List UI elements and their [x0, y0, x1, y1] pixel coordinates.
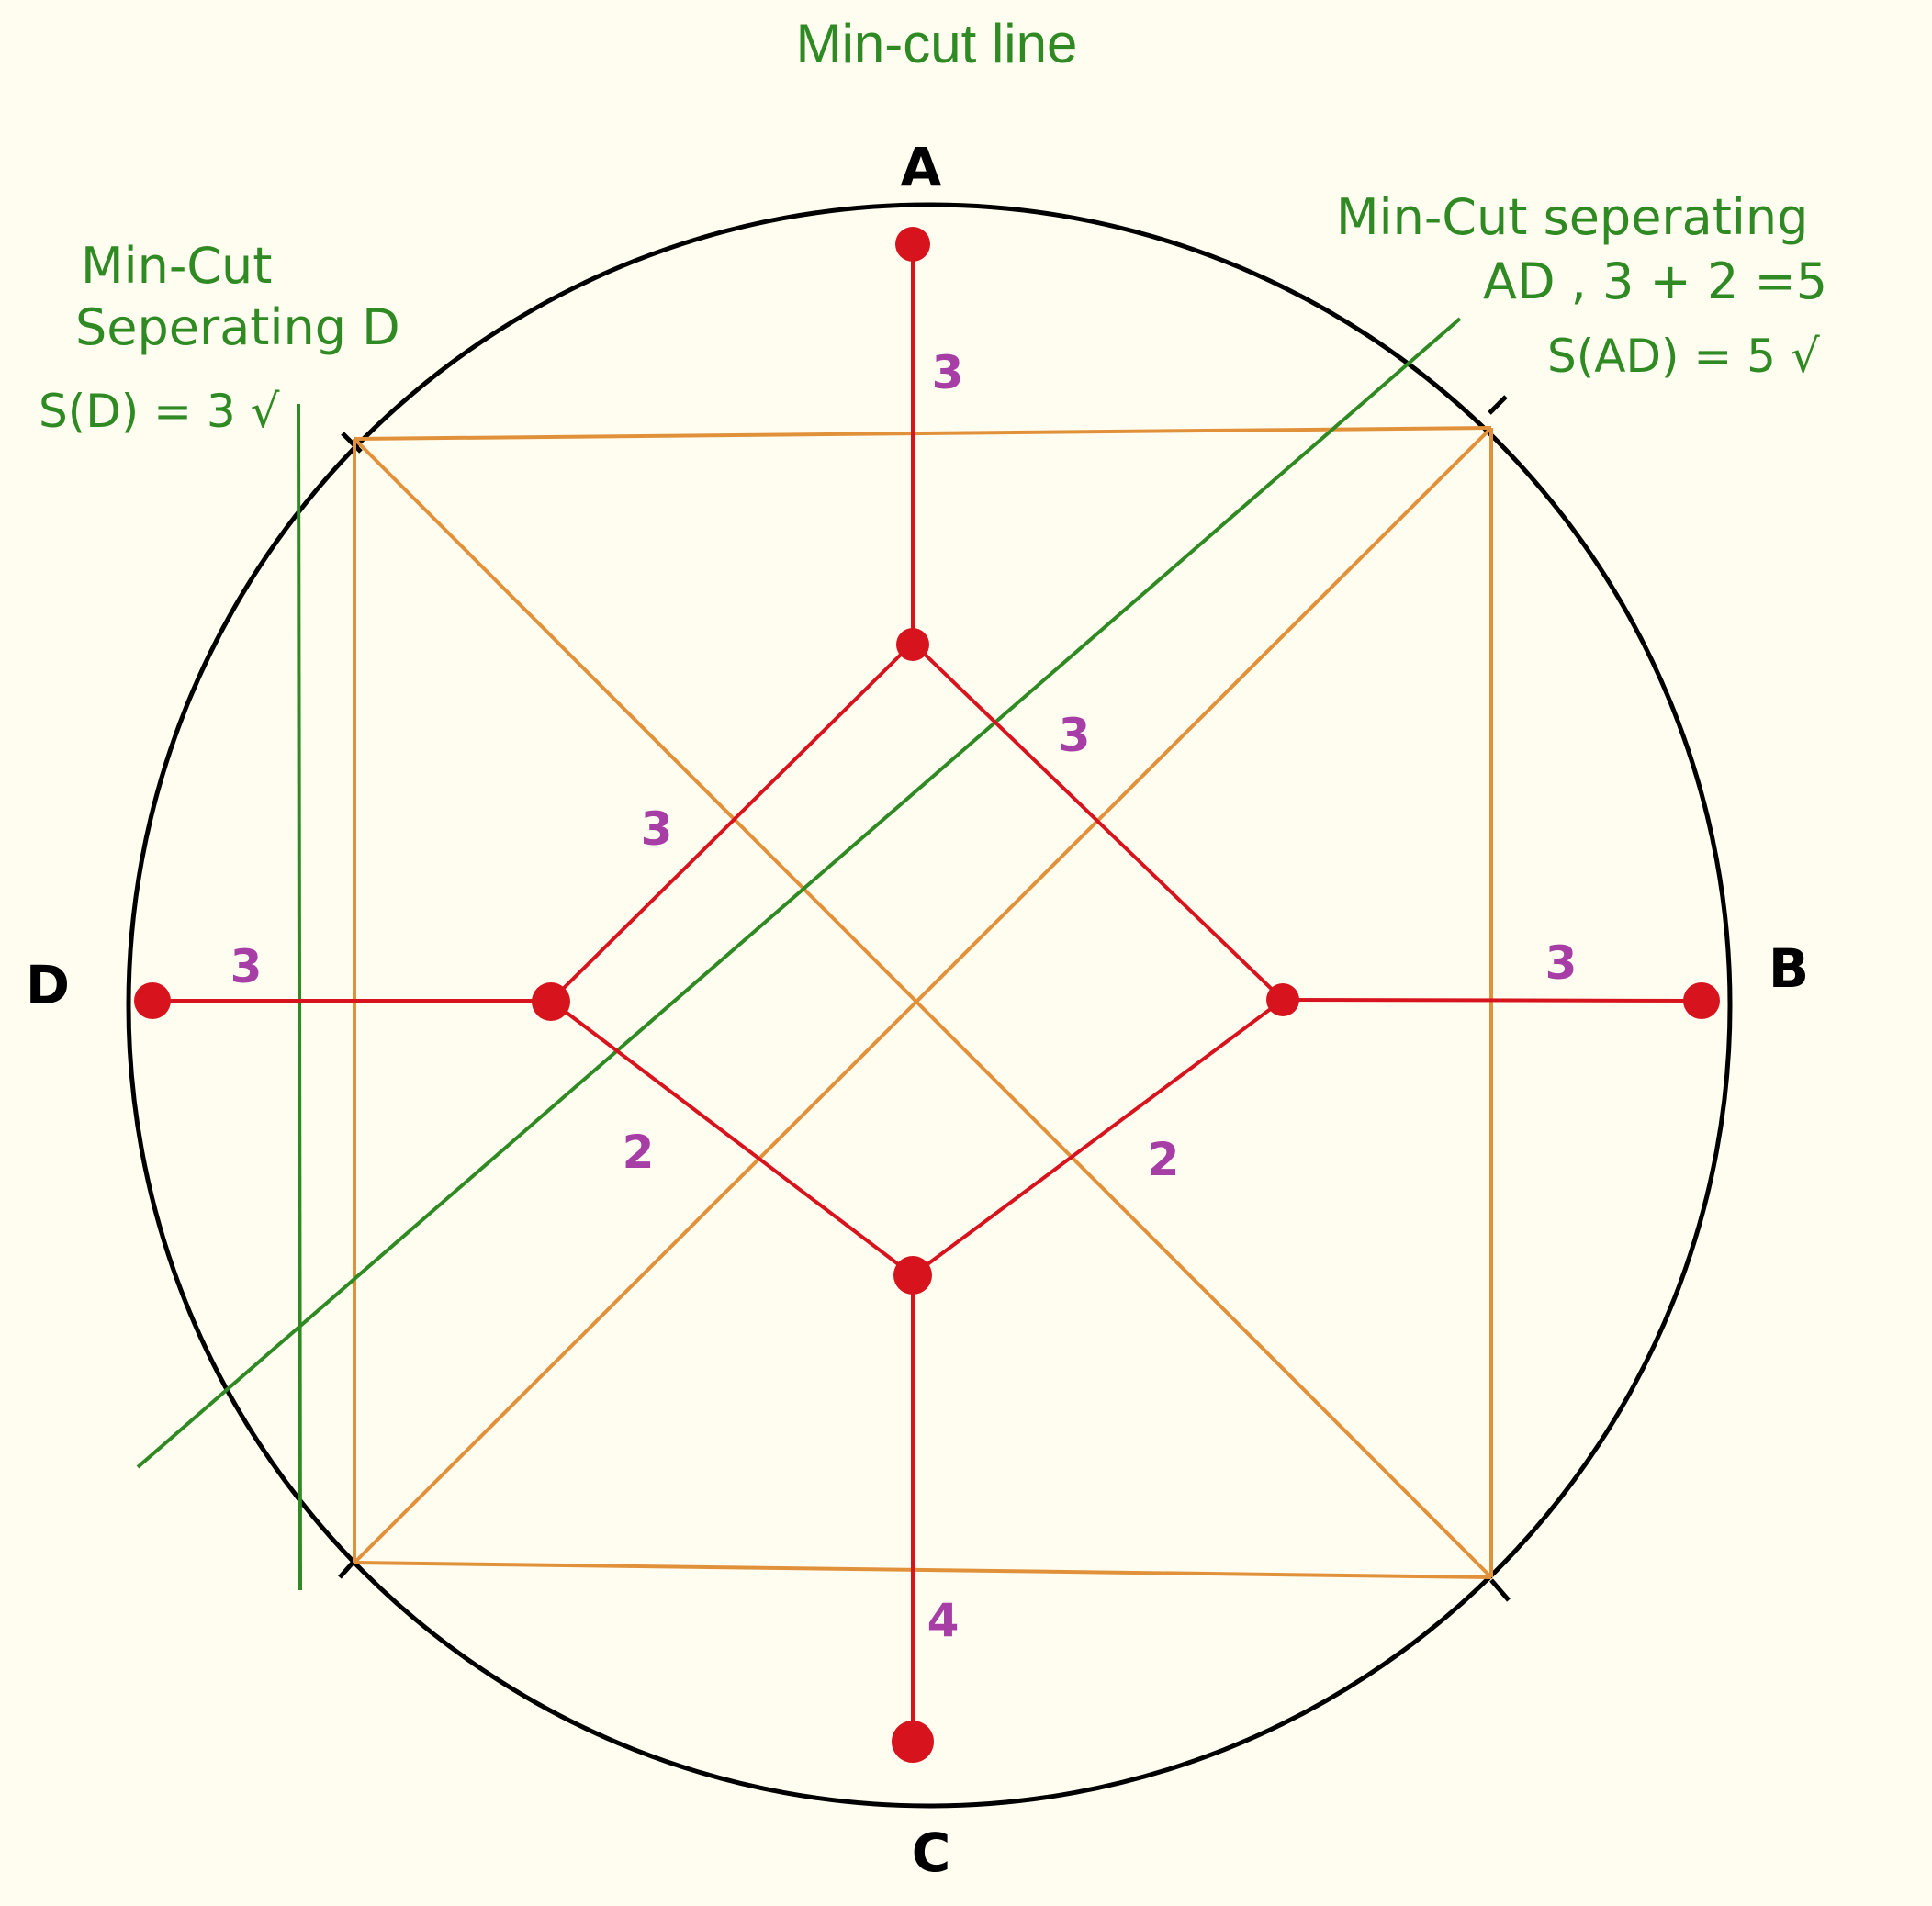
diagram-title: Min-cut line [796, 13, 1078, 74]
annotation-cut-ad: Min-Cut seperating AD , 3 + 2 =5 S(AD) =… [1336, 188, 1827, 383]
cut-line-d [297, 403, 302, 1591]
corner-tick-bottom-left [338, 1559, 356, 1579]
node-center-right [1266, 983, 1299, 1016]
edge-b [1282, 998, 1702, 1003]
node-center-bottom [893, 1256, 932, 1295]
orange-square-group [353, 426, 1493, 1579]
node-a-terminal [895, 227, 930, 262]
node-c-terminal [892, 1721, 934, 1763]
node-b-terminal [1683, 982, 1720, 1019]
weight-a-right: 3 [1059, 709, 1091, 762]
corner-tick-bottom-right [1489, 1578, 1511, 1602]
edge-weights: 3 3 3 3 3 2 2 4 [230, 346, 1578, 1647]
node-d-terminal [134, 982, 171, 1019]
weight-c-edge: 4 [927, 1594, 960, 1647]
terminal-label-d: D [26, 954, 70, 1016]
annotation-cut-d-line1: Min-Cut [81, 237, 272, 295]
square-diagonal-1 [353, 437, 1493, 1579]
red-graph-edges [152, 244, 1702, 1742]
corner-tick-top-right [1488, 395, 1508, 415]
square-diagonal-2 [353, 426, 1493, 1564]
annotation-cut-d-line2: Seperating D [75, 298, 400, 356]
annotation-cut-ad-line2: AD , 3 + 2 =5 [1483, 252, 1827, 310]
square-top-edge [354, 426, 1492, 441]
terminal-label-c: C [912, 1822, 951, 1884]
red-graph-nodes [134, 227, 1720, 1763]
weight-bottom-right: 2 [1148, 1133, 1180, 1186]
annotation-cut-ad-line1: Min-Cut seperating [1336, 188, 1808, 246]
weight-a-left: 3 [641, 802, 673, 856]
edge-top-left [549, 641, 915, 1003]
weight-bottom-left: 2 [623, 1126, 655, 1179]
annotation-cut-ad-line3: S(AD) = 5 √ [1547, 330, 1820, 383]
boundary-circle [126, 202, 1733, 1809]
terminal-label-b: B [1769, 937, 1809, 1000]
corner-tick-top-left [341, 432, 363, 454]
edge-bottom-right [911, 998, 1285, 1277]
weight-a-top: 3 [932, 346, 964, 399]
annotation-cut-d-line3: S(D) = 3 √ [39, 385, 280, 438]
weight-d-edge: 3 [230, 940, 263, 993]
annotation-cut-d: Min-Cut Seperating D S(D) = 3 √ [39, 237, 400, 438]
edge-bottom-left [549, 999, 915, 1277]
square-bottom-edge [354, 1561, 1492, 1579]
edge-top-right [911, 641, 1285, 1002]
node-center-top [896, 628, 929, 661]
node-center-left [532, 982, 570, 1021]
terminal-label-a: A [901, 136, 942, 198]
cut-line-ad [136, 317, 1462, 1469]
weight-b-edge: 3 [1545, 936, 1578, 990]
